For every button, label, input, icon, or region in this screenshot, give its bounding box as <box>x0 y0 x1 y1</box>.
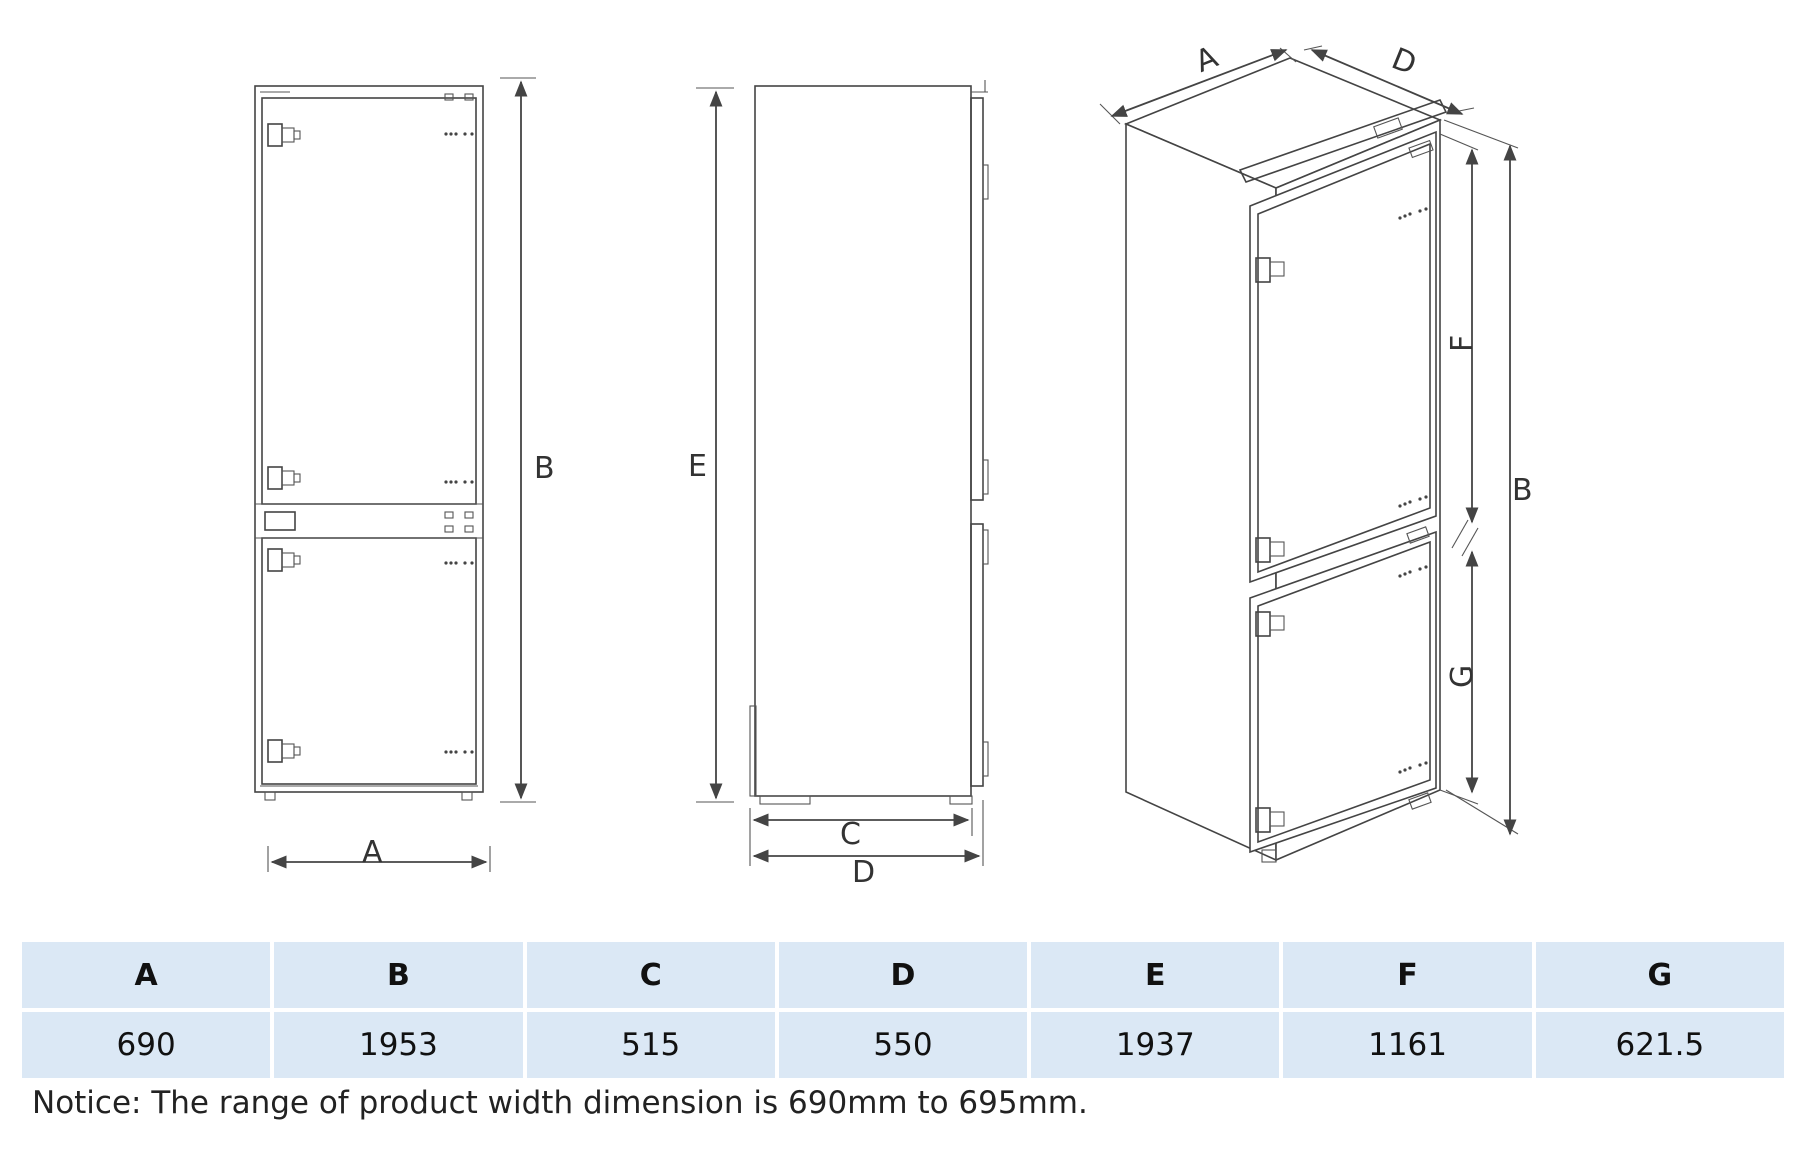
iso-upper-door <box>1249 130 1437 584</box>
door-slide-marks <box>1398 207 1428 774</box>
table-header-e: E <box>1031 942 1280 1008</box>
table-header-b: B <box>274 942 523 1008</box>
hinge-icon <box>1255 611 1285 637</box>
iso-height-label: B <box>1512 473 1533 508</box>
iso-depth-dimension-line <box>1310 49 1464 115</box>
table-header-d: D <box>778 942 1028 1008</box>
side-upper-door <box>970 97 984 501</box>
iso-view: A D B F G <box>1099 40 1533 863</box>
front-width-label: A <box>362 835 383 870</box>
side-height-label: E <box>688 449 707 484</box>
side-cabinet <box>754 85 972 797</box>
table-row: 690 1953 515 550 1937 1161 621.5 <box>22 1012 1784 1078</box>
iso-upper-door-label: F <box>1445 335 1480 352</box>
table-value-b: 1953 <box>274 1012 523 1078</box>
table-value-c: 515 <box>526 1012 775 1078</box>
iso-width-dimension-line <box>1110 49 1288 117</box>
front-control-panel <box>264 511 296 531</box>
side-depth-body-label: C <box>840 817 861 852</box>
table-value-g: 621.5 <box>1535 1012 1784 1078</box>
hinge-icon <box>1255 807 1285 833</box>
iso-lower-door <box>1249 530 1437 854</box>
table-value-e: 1937 <box>1031 1012 1280 1078</box>
dimension-table: A B C D E F G 690 1953 515 550 1937 1161… <box>18 938 1788 1082</box>
table-value-f: 1161 <box>1283 1012 1532 1078</box>
dimension-drawing: B A E C D <box>254 40 1533 890</box>
table-header-a: A <box>22 942 271 1008</box>
side-lower-door <box>970 523 984 787</box>
table-value-d: 550 <box>778 1012 1028 1078</box>
table-header-g: G <box>1535 942 1784 1008</box>
table-header-f: F <box>1283 942 1532 1008</box>
iso-depth-label: D <box>1387 41 1422 82</box>
notice-text: Notice: The range of product width dimen… <box>32 1085 1088 1121</box>
door-slide-marks <box>444 132 474 754</box>
front-height-label: B <box>534 451 555 486</box>
iso-width-label: A <box>1191 40 1224 80</box>
side-view: E C D <box>688 80 989 890</box>
hinge-icon <box>267 548 301 572</box>
table-header-row: A B C D E F G <box>22 942 1784 1008</box>
hinge-icon <box>1255 537 1285 563</box>
hinge-icon <box>267 739 301 763</box>
front-cabinet <box>254 85 484 793</box>
iso-lower-door-label: G <box>1445 665 1480 688</box>
side-depth-total-label: D <box>852 855 875 890</box>
hinge-icon <box>1255 257 1285 283</box>
hinge-icon <box>267 123 301 147</box>
front-view: B A <box>254 77 555 872</box>
hinge-icon <box>267 466 301 490</box>
table-header-c: C <box>526 942 775 1008</box>
table-value-a: 690 <box>22 1012 271 1078</box>
